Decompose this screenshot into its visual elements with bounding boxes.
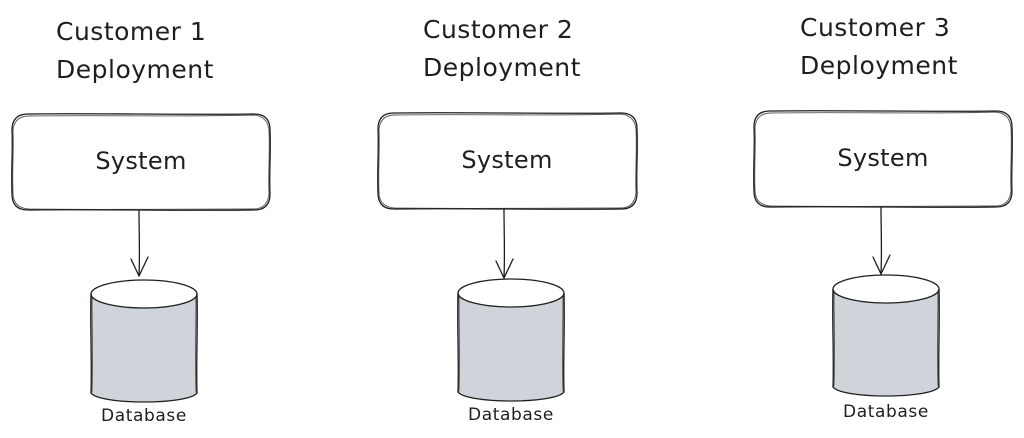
database-cylinder-3[interactable]: [832, 274, 940, 397]
system-box-2[interactable]: System: [377, 112, 638, 210]
deployment-group-1: Customer 1 Deployment System Database: [11, 17, 271, 426]
database-label-3: Database: [843, 402, 929, 422]
database-label-2: Database: [468, 405, 554, 425]
cylinder-body-2: [458, 293, 564, 401]
deployment-title-3-line2: Deployment: [800, 51, 958, 80]
system-box-1[interactable]: System: [11, 113, 271, 211]
cylinder-top-3: [833, 275, 939, 303]
deployment-title-2-line2: Deployment: [423, 53, 581, 82]
arrow-3: [872, 206, 891, 275]
deployment-title-1-line2: Deployment: [56, 55, 214, 84]
deployment-group-3: Customer 3 Deployment System Database: [753, 13, 1013, 422]
cylinder-top-1: [91, 280, 197, 308]
deployment-group-2: Customer 2 Deployment System Database: [377, 15, 638, 425]
arrow-1: [130, 209, 149, 277]
database-label-1: Database: [101, 406, 187, 426]
system-label-3: System: [837, 144, 928, 172]
system-box-3[interactable]: System: [753, 110, 1013, 208]
deployment-title-1-line1: Customer 1: [56, 17, 206, 46]
cylinder-body-3: [833, 289, 939, 396]
cylinder-body-1: [91, 294, 197, 402]
system-label-2: System: [461, 146, 552, 174]
database-cylinder-2[interactable]: [457, 278, 565, 402]
deployment-title-3-line1: Customer 3: [800, 13, 950, 42]
cylinder-top-2: [458, 279, 564, 307]
system-label-1: System: [95, 147, 186, 175]
arrow-2: [495, 208, 514, 279]
deployment-title-2-line1: Customer 2: [423, 15, 573, 44]
database-cylinder-1[interactable]: [90, 279, 198, 403]
